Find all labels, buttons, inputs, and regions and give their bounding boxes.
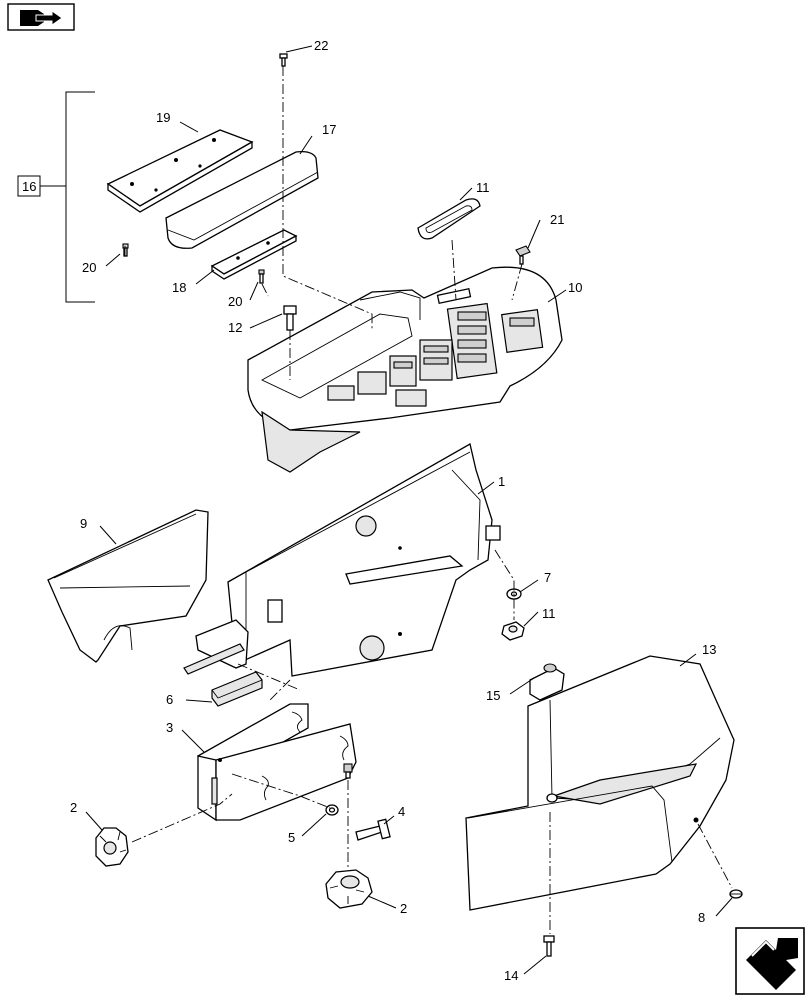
part-2-knob-left: [95, 827, 129, 867]
callout-3: 3: [166, 720, 173, 735]
callout-6: 6: [166, 692, 173, 707]
group-bracket: [40, 91, 95, 303]
callout-11-lower: 11: [542, 606, 556, 621]
part-12-bolt: [283, 305, 297, 331]
stud-bolt: [343, 763, 353, 779]
callout-20-right: 20: [228, 294, 242, 309]
book-arrow-icon[interactable]: [7, 3, 75, 31]
next-page-arrow-icon[interactable]: [735, 927, 805, 995]
part-2-knob-bottom: [325, 869, 373, 909]
callout-7: 7: [544, 570, 551, 585]
part-3-bracket: [197, 703, 357, 822]
callout-2-bottom: 2: [400, 901, 407, 916]
callout-10: 10: [568, 280, 582, 295]
callout-9: 9: [80, 516, 87, 531]
callout-14: 14: [504, 968, 518, 983]
part-11-gasket: [417, 198, 481, 240]
part-19-plate: [106, 129, 254, 213]
callout-12: 12: [228, 320, 242, 335]
part-21-screw: [515, 245, 531, 265]
callout-labels: 22 19 17 16 11 21 20 18 10 20 12 1 9 7 1…: [22, 38, 716, 983]
callout-13: 13: [702, 642, 716, 657]
part-17-cushion: [165, 150, 319, 249]
callout-18: 18: [172, 280, 186, 295]
console-buttons: [327, 302, 544, 407]
part-4-bolt: [355, 818, 391, 841]
callout-19: 19: [156, 110, 170, 125]
callout-15: 15: [486, 688, 500, 703]
leader-lines: [85, 45, 733, 975]
part-13-side-cover: [465, 655, 735, 911]
part-8-plug: [729, 889, 743, 899]
part-20-screw-right: [258, 269, 265, 284]
callout-4: 4: [398, 804, 405, 819]
part-6-pad: [211, 671, 263, 707]
callout-11-top: 11: [476, 180, 490, 195]
part-1-frame: [183, 443, 501, 677]
callout-17: 17: [322, 122, 336, 137]
callout-5: 5: [288, 830, 295, 845]
part-5-washer: [325, 804, 339, 816]
part-18-bracket: [210, 229, 298, 280]
part-10-console-panel: [247, 266, 563, 473]
part-9-side-cover: [47, 509, 209, 663]
callout-21: 21: [550, 212, 564, 227]
part-11-nut: [501, 621, 525, 641]
callout-8: 8: [698, 910, 705, 925]
callout-1: 1: [498, 474, 505, 489]
callout-20-left: 20: [82, 260, 96, 275]
part-20-screw-left: [122, 243, 129, 257]
part-15-clip-nut: [529, 663, 565, 701]
callout-2-left: 2: [70, 800, 77, 815]
callout-16: 16: [22, 179, 36, 194]
part-22-screw: [279, 53, 288, 67]
center-lines: [124, 66, 733, 934]
part-14-screw: [543, 935, 555, 957]
callout-22: 22: [314, 38, 328, 53]
callout-16-box: [17, 175, 41, 197]
